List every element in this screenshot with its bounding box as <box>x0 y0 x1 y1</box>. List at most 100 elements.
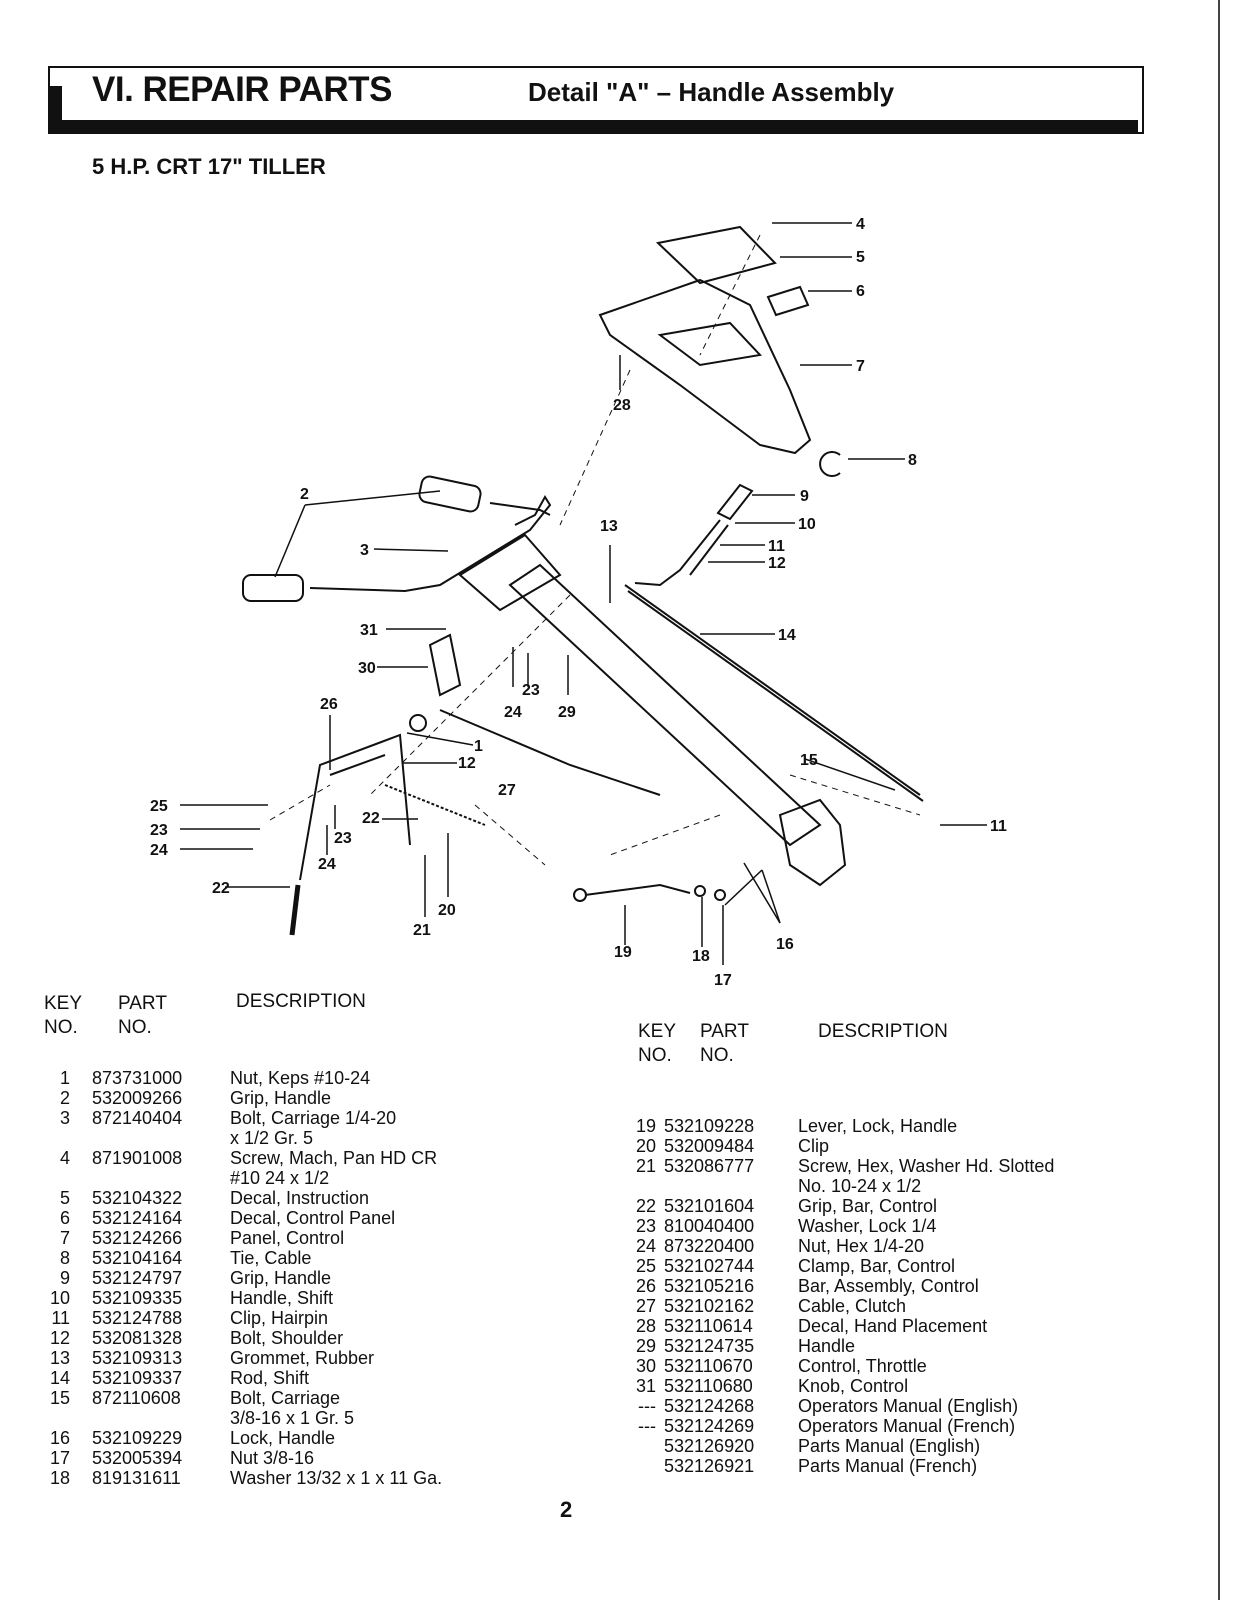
part-number-cell: 532102162 <box>664 1296 755 1316</box>
key-cell: 12 <box>49 1328 70 1348</box>
part-number-cell: 532124735 <box>664 1336 755 1356</box>
key-cell: 5 <box>59 1188 70 1208</box>
description-cell: Operators Manual (French) <box>798 1416 1016 1436</box>
handle-assembly-diagram: 4 5 6 7 8 9 10 11 12 13 14 15 11 16 17 1… <box>150 216 1007 989</box>
description-cell: Washer 13/32 x 1 x 11 Ga. <box>230 1468 443 1488</box>
key-cell: --- <box>638 1396 656 1416</box>
part-number-cell: 872110608 <box>92 1388 181 1408</box>
key-cell: 30 <box>635 1356 656 1376</box>
diagram-label-28: 28 <box>613 397 631 414</box>
part-number-cell: 532110680 <box>664 1376 753 1396</box>
part-number-cell: 810040400 <box>664 1216 755 1236</box>
part-number-cell: 532110670 <box>664 1356 753 1376</box>
key-cell: 28 <box>635 1316 656 1336</box>
diagram-label-24a: 24 <box>150 842 168 859</box>
diagram-label-30: 30 <box>358 660 376 677</box>
part-number-cell: 532126920 <box>664 1436 755 1456</box>
diagram-label-14: 14 <box>778 627 796 644</box>
description-cell: #10 24 x 1/2 <box>230 1168 330 1188</box>
key-header-no: NO. <box>44 1017 78 1038</box>
description-cell: 3/8-16 x 1 Gr. 5 <box>230 1408 355 1428</box>
key-cell: 19 <box>635 1116 656 1136</box>
instruction-decal <box>655 225 777 285</box>
page-number: 2 <box>560 1497 573 1522</box>
throttle-cable <box>439 709 661 796</box>
description-cell: Grommet, Rubber <box>230 1348 375 1368</box>
main-handle-tube <box>508 563 822 847</box>
description-cell: Clamp, Bar, Control <box>798 1256 956 1276</box>
diagram-label-12b: 12 <box>458 755 476 772</box>
diagram-label-5: 5 <box>856 249 865 266</box>
description-cell: Washer, Lock 1/4 <box>798 1216 937 1236</box>
diagram-label-11b: 11 <box>990 818 1007 835</box>
description-cell: Bolt, Carriage 1/4-20 <box>230 1108 397 1128</box>
description-cell: Tie, Cable <box>230 1248 312 1268</box>
description-cell: Nut, Hex 1/4-20 <box>798 1236 925 1256</box>
part-number-cell: 871901008 <box>92 1148 183 1168</box>
part-number-cell: 532109335 <box>92 1288 183 1308</box>
description-cell: Bar, Assembly, Control <box>798 1276 979 1296</box>
key-cell: 25 <box>635 1256 656 1276</box>
diagram-label-27: 27 <box>498 782 516 799</box>
part-number-cell: 532124266 <box>92 1228 183 1248</box>
description-cell: Operators Manual (English) <box>798 1396 1019 1416</box>
part-number-cell: 532124788 <box>92 1308 183 1328</box>
header-underline <box>48 120 1138 133</box>
part-number-cell: 532124164 <box>92 1208 183 1228</box>
part-number-cell: 873220400 <box>664 1236 755 1256</box>
key-header: KEY <box>44 993 83 1014</box>
description-cell: Clip, Hairpin <box>230 1308 329 1328</box>
description-cell: Rod, Shift <box>230 1368 310 1388</box>
part-number-cell: 532124269 <box>664 1416 755 1436</box>
description-cell: Decal, Control Panel <box>230 1208 396 1228</box>
diagram-label-10: 10 <box>798 516 816 533</box>
part-number-cell: 532109313 <box>92 1348 183 1368</box>
key-cell: 16 <box>49 1428 70 1448</box>
diagram-label-23b: 23 <box>334 830 352 847</box>
key-cell: 20 <box>635 1136 656 1156</box>
control-bar <box>299 733 411 881</box>
key-cell: 18 <box>49 1468 70 1488</box>
cable-tie <box>819 451 841 477</box>
diagram-label-24b: 24 <box>318 856 336 873</box>
description-header: DESCRIPTION <box>236 991 366 1012</box>
description-cell: Knob, Control <box>798 1376 909 1396</box>
description-cell: Handle, Shift <box>230 1288 334 1308</box>
lower-mount <box>778 798 847 887</box>
description-cell: Grip, Bar, Control <box>798 1196 938 1216</box>
key-cell: 6 <box>59 1208 70 1228</box>
key-cell: 14 <box>49 1368 70 1388</box>
right-grip <box>418 475 482 513</box>
part-number-cell: 532104164 <box>92 1248 183 1268</box>
part-number-cell: 532126921 <box>664 1456 755 1476</box>
key-cell: 17 <box>49 1448 70 1468</box>
diagram-label-12a: 12 <box>768 555 786 572</box>
key-cell: 4 <box>59 1148 70 1168</box>
part-number-cell: 532009266 <box>92 1088 183 1108</box>
key-header-no: NO. <box>638 1045 672 1066</box>
description-cell: Panel, Control <box>230 1228 345 1248</box>
description-cell: Nut 3/8-16 <box>230 1448 315 1468</box>
key-cell: 22 <box>635 1196 656 1216</box>
throttle-control <box>428 633 462 697</box>
description-cell: Lock, Handle <box>230 1428 336 1448</box>
part-number-cell: 872140404 <box>92 1108 183 1128</box>
description-cell: Decal, Hand Placement <box>798 1316 988 1336</box>
part-number-cell: 532109229 <box>92 1428 183 1448</box>
left-grip <box>242 574 304 602</box>
key-cell: 31 <box>635 1376 656 1396</box>
diagram-label-4: 4 <box>856 216 865 233</box>
diagram-label-16: 16 <box>776 936 794 953</box>
key-cell: --- <box>638 1416 656 1436</box>
description-header: DESCRIPTION <box>818 1021 948 1042</box>
diagram-label-11a: 11 <box>768 538 785 555</box>
diagram-label-19: 19 <box>614 944 632 961</box>
part-number-cell: 532005394 <box>92 1448 183 1468</box>
control-bar-grip <box>289 884 301 936</box>
diagram-label-6: 6 <box>856 283 865 300</box>
clutch-cable <box>384 784 486 826</box>
description-cell: x 1/2 Gr. 5 <box>230 1128 314 1148</box>
part-number-cell: 532124797 <box>92 1268 183 1288</box>
description-cell: Decal, Instruction <box>230 1188 370 1208</box>
part-number-cell: 532109228 <box>664 1116 755 1136</box>
